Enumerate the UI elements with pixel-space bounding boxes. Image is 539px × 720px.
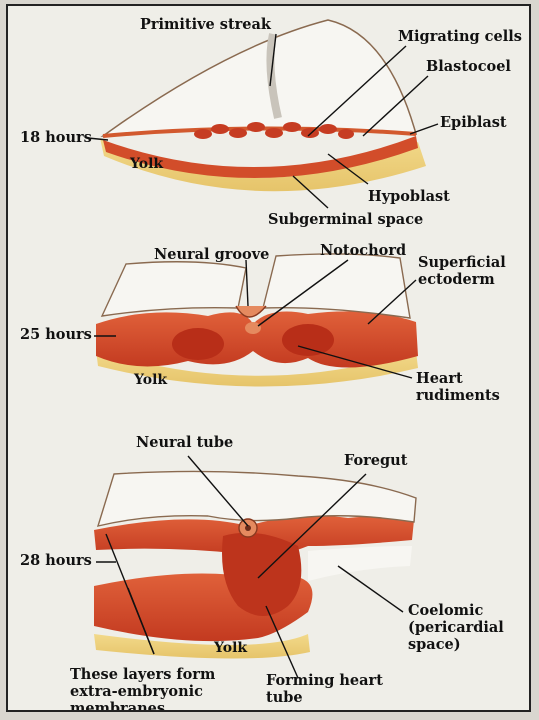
stage-25-drawing bbox=[94, 254, 418, 387]
label-coelomic-line2: (pericardial bbox=[408, 619, 504, 636]
label-primitive-streak: Primitive streak bbox=[140, 16, 271, 33]
label-layers-line1: These layers form bbox=[70, 666, 215, 683]
label-superficial-ectoderm-line2: ectoderm bbox=[418, 271, 506, 288]
heart-rudiment-left-25 bbox=[172, 328, 224, 360]
coelom-space-28 bbox=[308, 546, 412, 581]
label-subgerminal-space: Subgerminal space bbox=[268, 211, 423, 228]
label-yolk-25: Yolk bbox=[134, 372, 167, 389]
ectoderm-left-25 bbox=[102, 262, 246, 316]
label-heart-rudiments: Heart rudiments bbox=[416, 370, 500, 404]
label-coelomic-line1: Coelomic bbox=[408, 602, 504, 619]
label-time-18-hours: 18 hours bbox=[20, 129, 92, 146]
label-heart-rudiments-line2: rudiments bbox=[416, 387, 500, 404]
epiblast-dome-18 bbox=[103, 20, 416, 136]
label-coelomic-line3: space) bbox=[408, 636, 504, 653]
label-forming-heart-tube: Forming heart tube bbox=[266, 672, 383, 706]
embryo-development-figure: Primitive streak Migrating cells Blastoc… bbox=[6, 4, 531, 712]
label-neural-tube: Neural tube bbox=[136, 434, 233, 451]
heart-rudiment-right-25 bbox=[282, 324, 334, 356]
label-blastocoel: Blastocoel bbox=[426, 58, 511, 75]
label-extra-embryonic-layers: These layers form extra-embryonic membra… bbox=[70, 666, 215, 712]
mesoderm-25 bbox=[96, 311, 418, 367]
label-coelomic-space: Coelomic (pericardial space) bbox=[408, 602, 504, 653]
label-time-28-hours: 28 hours bbox=[20, 552, 92, 569]
label-forming-heart-tube-line2: tube bbox=[266, 689, 383, 706]
label-hypoblast: Hypoblast bbox=[368, 188, 450, 205]
label-superficial-ectoderm: Superficial ectoderm bbox=[418, 254, 506, 288]
label-time-25-hours: 25 hours bbox=[20, 326, 92, 343]
stage-28-drawing bbox=[94, 456, 416, 678]
label-heart-rudiments-line1: Heart bbox=[416, 370, 500, 387]
label-forming-heart-tube-line1: Forming heart bbox=[266, 672, 383, 689]
label-notochord: Notochord bbox=[320, 242, 406, 259]
label-neural-groove: Neural groove bbox=[154, 246, 269, 263]
label-yolk-18: Yolk bbox=[130, 156, 163, 173]
label-layers-line3: membranes bbox=[70, 700, 215, 712]
stage-18-drawing bbox=[88, 20, 438, 208]
label-epiblast: Epiblast bbox=[440, 114, 507, 131]
notochord-25 bbox=[245, 322, 261, 334]
label-migrating-cells: Migrating cells bbox=[398, 28, 522, 45]
label-layers-line2: extra-embryonic bbox=[70, 683, 215, 700]
ectoderm-right-25 bbox=[263, 254, 410, 318]
label-foregut: Foregut bbox=[344, 452, 407, 469]
label-yolk-28: Yolk bbox=[214, 640, 247, 657]
label-superficial-ectoderm-line1: Superficial bbox=[418, 254, 506, 271]
